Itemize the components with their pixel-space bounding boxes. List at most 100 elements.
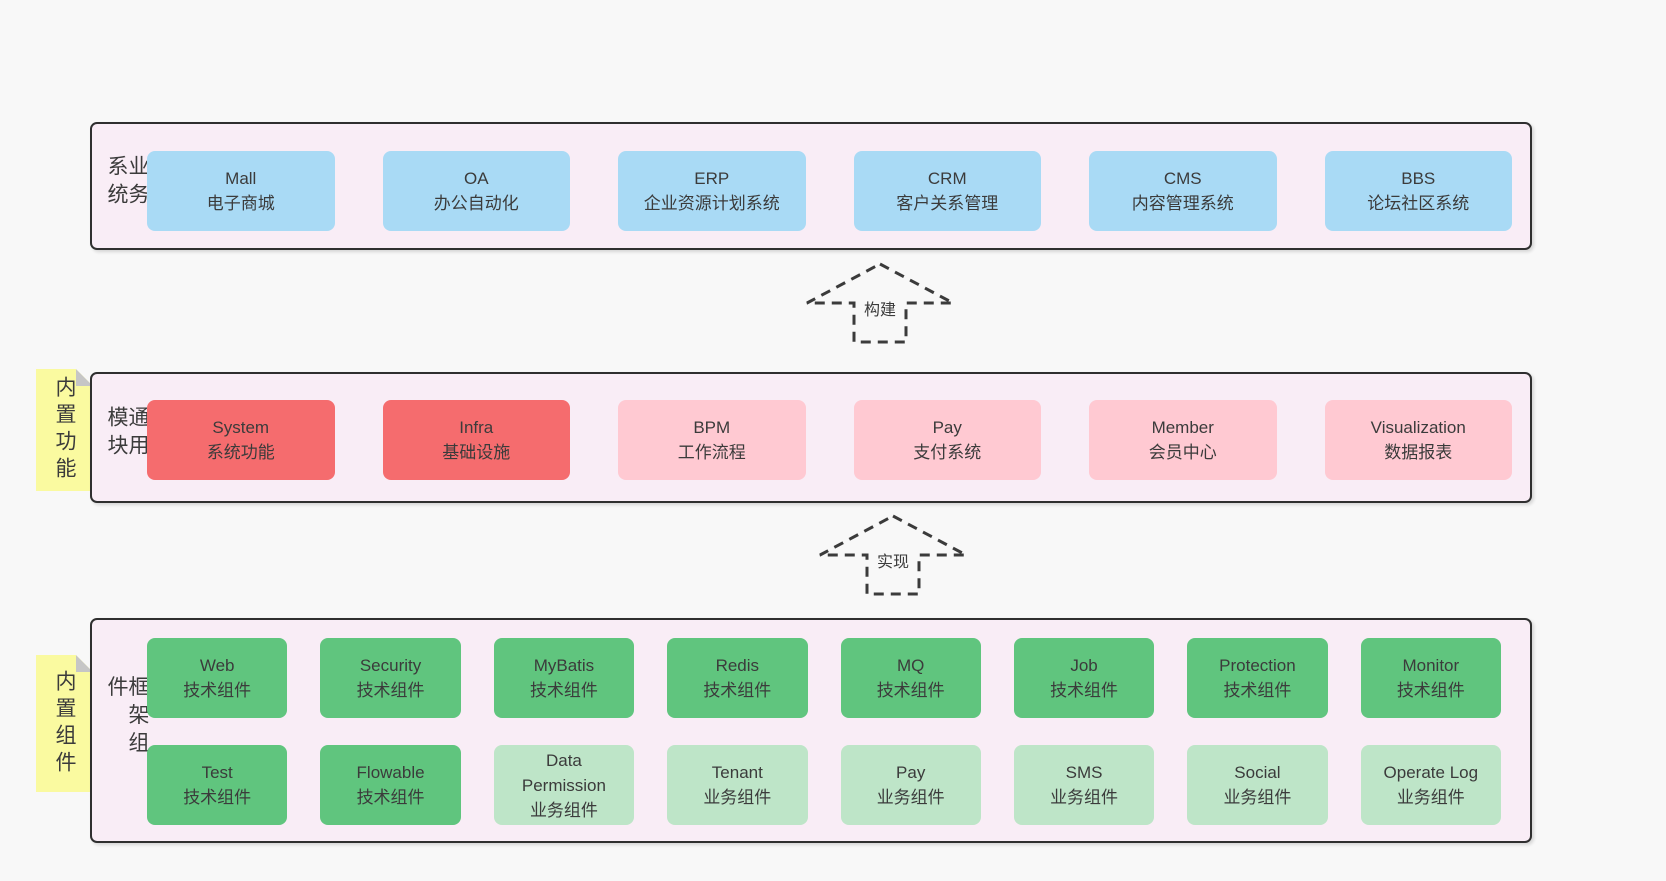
common-modules-layer: 通用模块 System 系统功能 Infra 基础设施 BPM 工作流程 Pay…: [90, 372, 1532, 503]
box-name: Monitor: [1402, 656, 1460, 675]
box-name: ERP: [694, 169, 730, 188]
box-desc: 系统功能: [206, 443, 275, 462]
box-visualization: Visualization 数据报表: [1324, 400, 1512, 480]
box-desc: 技术组件: [1396, 681, 1465, 700]
box-name: MyBatis: [533, 656, 595, 675]
box-job: Job 技术组件: [1013, 638, 1155, 718]
box-desc: 内容管理系统: [1131, 194, 1234, 213]
box-name: SMS: [1065, 763, 1103, 782]
sticky-note-builtin-features: 内置功能: [36, 369, 93, 491]
box-mq: MQ 技术组件: [840, 638, 981, 718]
box-desc: 技术组件: [1223, 681, 1292, 700]
dashed-up-arrow-icon: [806, 262, 954, 344]
box-name: CRM: [927, 169, 967, 188]
box-desc: 技术组件: [703, 681, 772, 700]
box-desc: 数据报表: [1384, 443, 1453, 462]
box-name: Data Permission: [521, 750, 606, 795]
box-data-permission: Data Permission 业务组件: [493, 745, 635, 825]
box-operate-log: Operate Log 业务组件: [1360, 745, 1501, 825]
dashed-up-arrow-icon: [819, 514, 967, 596]
box-bbs: BBS 论坛社区系统: [1324, 151, 1512, 231]
implement-arrow-label: 实现: [873, 548, 913, 572]
box-name: MQ: [896, 656, 925, 675]
box-name: Infra: [459, 418, 494, 437]
box-name: Mall: [225, 169, 257, 188]
box-name: Security: [359, 656, 422, 675]
box-desc: 业务组件: [529, 800, 598, 820]
box-name: Social: [1234, 763, 1281, 782]
business-boxes-row: Mall 电子商城 OA 办公自动化 ERP 企业资源计划系统 CRM 客户关系…: [147, 151, 1512, 231]
box-name: BBS: [1401, 169, 1436, 188]
box-desc: 技术组件: [529, 681, 598, 700]
box-system: System 系统功能: [147, 400, 335, 480]
box-desc: 技术组件: [876, 681, 945, 700]
box-desc: 企业资源计划系统: [643, 194, 780, 213]
box-name: CMS: [1163, 169, 1202, 188]
box-social: Social 业务组件: [1187, 745, 1328, 825]
layer-label-business: 业务系统: [105, 155, 149, 211]
box-name: Test: [201, 763, 233, 782]
box-desc: 技术组件: [1050, 681, 1119, 700]
build-arrow-label: 构建: [860, 296, 900, 320]
build-arrow: 构建: [805, 262, 955, 344]
implement-arrow: 实现: [818, 514, 968, 596]
box-monitor: Monitor 技术组件: [1360, 638, 1501, 718]
box-web: Web 技术组件: [147, 638, 288, 718]
box-infra: Infra 基础设施: [382, 400, 570, 480]
box-desc: 技术组件: [183, 681, 252, 700]
business-components-row: Test 技术组件 Flowable 技术组件 Data Permission …: [147, 745, 1501, 825]
box-redis: Redis 技术组件: [667, 638, 808, 718]
box-desc: 业务组件: [876, 788, 945, 807]
box-name: Protection: [1219, 656, 1296, 675]
box-test: Test 技术组件: [147, 745, 288, 825]
box-name: BPM: [693, 418, 731, 437]
box-desc: 业务组件: [1050, 788, 1119, 807]
box-name: System: [212, 418, 270, 437]
box-mybatis: MyBatis 技术组件: [493, 638, 635, 718]
tech-components-row: Web 技术组件 Security 技术组件 MyBatis 技术组件 Redi…: [147, 638, 1501, 718]
layer-label-components: 框架组件: [105, 675, 149, 760]
box-crm: CRM 客户关系管理: [853, 151, 1041, 231]
box-desc: 业务组件: [1223, 788, 1292, 807]
box-desc: 基础设施: [442, 443, 511, 462]
box-tenant: Tenant 业务组件: [667, 745, 808, 825]
box-name: Pay: [896, 763, 926, 782]
box-name: Tenant: [711, 763, 763, 782]
box-member: Member 会员中心: [1089, 400, 1277, 480]
sticky-note-text: 内置组件: [53, 669, 76, 778]
box-pay-component: Pay 业务组件: [840, 745, 981, 825]
box-pay-module: Pay 支付系统: [853, 400, 1041, 480]
box-desc: 论坛社区系统: [1367, 194, 1470, 213]
box-desc: 电子商城: [206, 194, 275, 213]
layer-label-modules: 通用模块: [105, 405, 149, 462]
box-desc: 业务组件: [703, 788, 772, 807]
box-name: Redis: [715, 656, 760, 675]
box-desc: 支付系统: [913, 443, 982, 462]
module-boxes-row: System 系统功能 Infra 基础设施 BPM 工作流程 Pay 支付系统…: [147, 400, 1512, 480]
box-name: Operate Log: [1383, 763, 1479, 782]
box-sms: SMS 业务组件: [1013, 745, 1155, 825]
box-oa: OA 办公自动化: [382, 151, 570, 231]
box-name: Job: [1070, 656, 1098, 675]
box-name: Web: [199, 656, 235, 675]
sticky-note-text: 内置功能: [53, 376, 76, 484]
box-bpm: BPM 工作流程: [618, 400, 806, 480]
sticky-note-builtin-components: 内置组件: [36, 655, 93, 792]
box-flowable: Flowable 技术组件: [320, 745, 461, 825]
box-name: Member: [1151, 418, 1214, 437]
box-name: Flowable: [356, 763, 425, 782]
business-systems-layer: 业务系统 Mall 电子商城 OA 办公自动化 ERP 企业资源计划系统 CRM…: [90, 122, 1532, 250]
box-security: Security 技术组件: [320, 638, 461, 718]
box-desc: 办公自动化: [433, 194, 519, 213]
box-desc: 技术组件: [183, 788, 252, 807]
box-desc: 业务组件: [1396, 788, 1465, 807]
box-name: Visualization: [1370, 418, 1466, 437]
box-desc: 工作流程: [677, 443, 746, 462]
box-protection: Protection 技术组件: [1187, 638, 1328, 718]
box-name: OA: [463, 169, 489, 188]
box-erp: ERP 企业资源计划系统: [618, 151, 806, 231]
framework-components-layer: 框架组件 Web 技术组件 Security 技术组件 MyBatis 技术组件…: [90, 618, 1532, 843]
box-desc: 技术组件: [356, 681, 425, 700]
box-desc: 会员中心: [1148, 443, 1217, 462]
box-mall: Mall 电子商城: [147, 151, 335, 231]
